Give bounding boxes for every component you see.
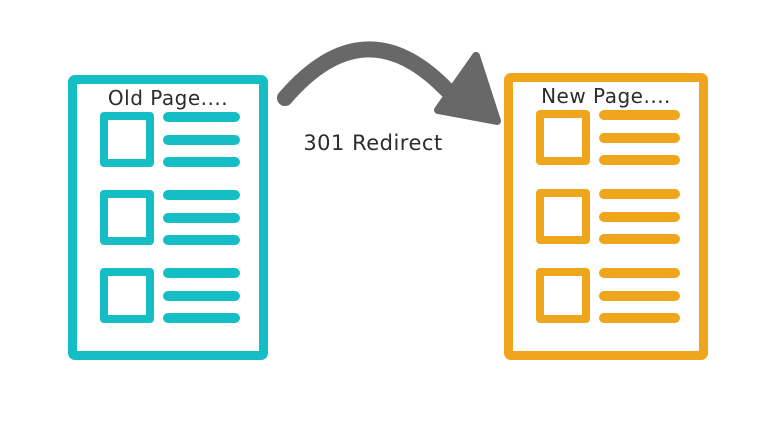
text-line-bar xyxy=(599,132,680,143)
image-placeholder-square xyxy=(100,112,154,167)
image-placeholder-square xyxy=(536,110,590,165)
text-line-bar xyxy=(599,268,680,278)
image-placeholder-square xyxy=(100,190,154,245)
content-row xyxy=(100,268,240,323)
new-page-content xyxy=(536,110,680,323)
content-row xyxy=(536,189,680,244)
arrow-head xyxy=(434,52,501,125)
text-lines xyxy=(599,268,680,323)
content-row xyxy=(536,110,680,165)
image-placeholder-square xyxy=(536,268,590,323)
text-lines xyxy=(163,112,240,167)
old-page-card: Old Page.... xyxy=(68,75,268,360)
text-line-bar xyxy=(599,313,680,323)
new-page-card: New Page.... xyxy=(504,73,708,360)
text-line-bar xyxy=(599,234,680,244)
text-line-bar xyxy=(163,290,240,301)
text-line-bar xyxy=(599,110,680,120)
arrow-shaft xyxy=(277,41,455,106)
redirect-arrow-icon xyxy=(277,41,501,125)
content-row xyxy=(536,268,680,323)
redirect-label: 301 Redirect xyxy=(303,131,443,155)
text-line-bar xyxy=(599,211,680,222)
text-lines xyxy=(599,110,680,165)
text-line-bar xyxy=(163,212,240,223)
text-lines xyxy=(163,190,240,245)
text-line-bar xyxy=(599,155,680,165)
text-line-bar xyxy=(163,235,240,245)
text-line-bar xyxy=(163,190,240,200)
old-page-content xyxy=(100,112,240,323)
text-line-bar xyxy=(163,313,240,323)
text-lines xyxy=(163,268,240,323)
text-lines xyxy=(599,189,680,244)
content-row xyxy=(100,112,240,167)
image-placeholder-square xyxy=(100,268,154,323)
text-line-bar xyxy=(163,157,240,167)
text-line-bar xyxy=(163,268,240,278)
old-page-title: Old Page.... xyxy=(107,86,229,110)
text-line-bar xyxy=(599,290,680,301)
content-row xyxy=(100,190,240,245)
text-line-bar xyxy=(163,112,240,122)
image-placeholder-square xyxy=(536,189,590,244)
text-line-bar xyxy=(599,189,680,199)
text-line-bar xyxy=(163,134,240,145)
new-page-title: New Page.... xyxy=(541,84,671,108)
